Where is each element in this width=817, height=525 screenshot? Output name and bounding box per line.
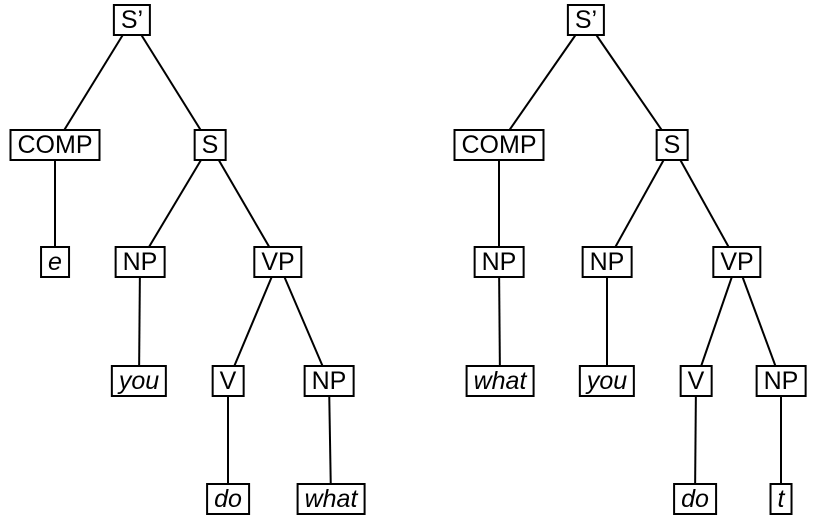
right-tree-node-what: what	[465, 365, 535, 397]
right-tree-node-sbar: S’	[566, 4, 606, 36]
left-tree-node-s: S	[193, 129, 227, 161]
left-tree-edge-s-np-subj	[139, 144, 211, 263]
left-tree-node-you: you	[110, 365, 168, 397]
right-tree-node-s: S	[655, 129, 689, 161]
right-tree-node-comp: COMP	[453, 129, 545, 161]
right-tree-node-vp: VP	[712, 246, 762, 278]
right-tree-edge-sbar-comp	[498, 19, 587, 146]
right-tree-node-np-subj: NP	[581, 246, 633, 278]
left-tree-node-np-obj: NP	[303, 365, 355, 397]
left-tree-node-v: V	[211, 365, 245, 397]
right-tree-edge-np-comp-what	[498, 261, 501, 382]
right-tree-node-t: t	[769, 483, 793, 515]
left-tree-edge-sbar-s	[131, 19, 211, 146]
right-tree-edge-sbar-s	[585, 19, 673, 146]
right-tree-node-do: do	[673, 483, 717, 515]
right-tree-edge-s-np-subj	[606, 144, 673, 263]
left-tree-edge-vp-np-obj	[277, 261, 330, 382]
right-tree-node-you: you	[578, 365, 636, 397]
left-tree-node-np-subj: NP	[114, 246, 166, 278]
left-tree-node-vp: VP	[253, 246, 303, 278]
left-tree-edge-np-obj-what	[328, 380, 332, 500]
right-tree-edge-v-do	[694, 380, 697, 500]
left-tree-edge-np-subj-you	[138, 261, 141, 382]
right-tree-edge-s-vp	[671, 144, 738, 263]
right-tree-node-v: V	[679, 365, 713, 397]
left-tree-node-sbar: S’	[112, 4, 152, 36]
left-tree-node-comp: COMP	[9, 129, 101, 161]
left-tree-node-e: e	[40, 246, 70, 278]
left-tree-node-what: what	[296, 483, 366, 515]
left-tree-node-do: do	[206, 483, 250, 515]
right-tree-edge-vp-np-obj	[736, 261, 782, 382]
left-tree-edge-s-vp	[209, 144, 279, 263]
left-tree-edge-sbar-comp	[54, 19, 133, 146]
left-tree-edge-vp-v	[227, 261, 279, 382]
right-tree-node-np-obj: NP	[755, 365, 807, 397]
right-tree-edge-vp-v	[695, 261, 738, 382]
right-tree-node-np-comp: NP	[473, 246, 525, 278]
